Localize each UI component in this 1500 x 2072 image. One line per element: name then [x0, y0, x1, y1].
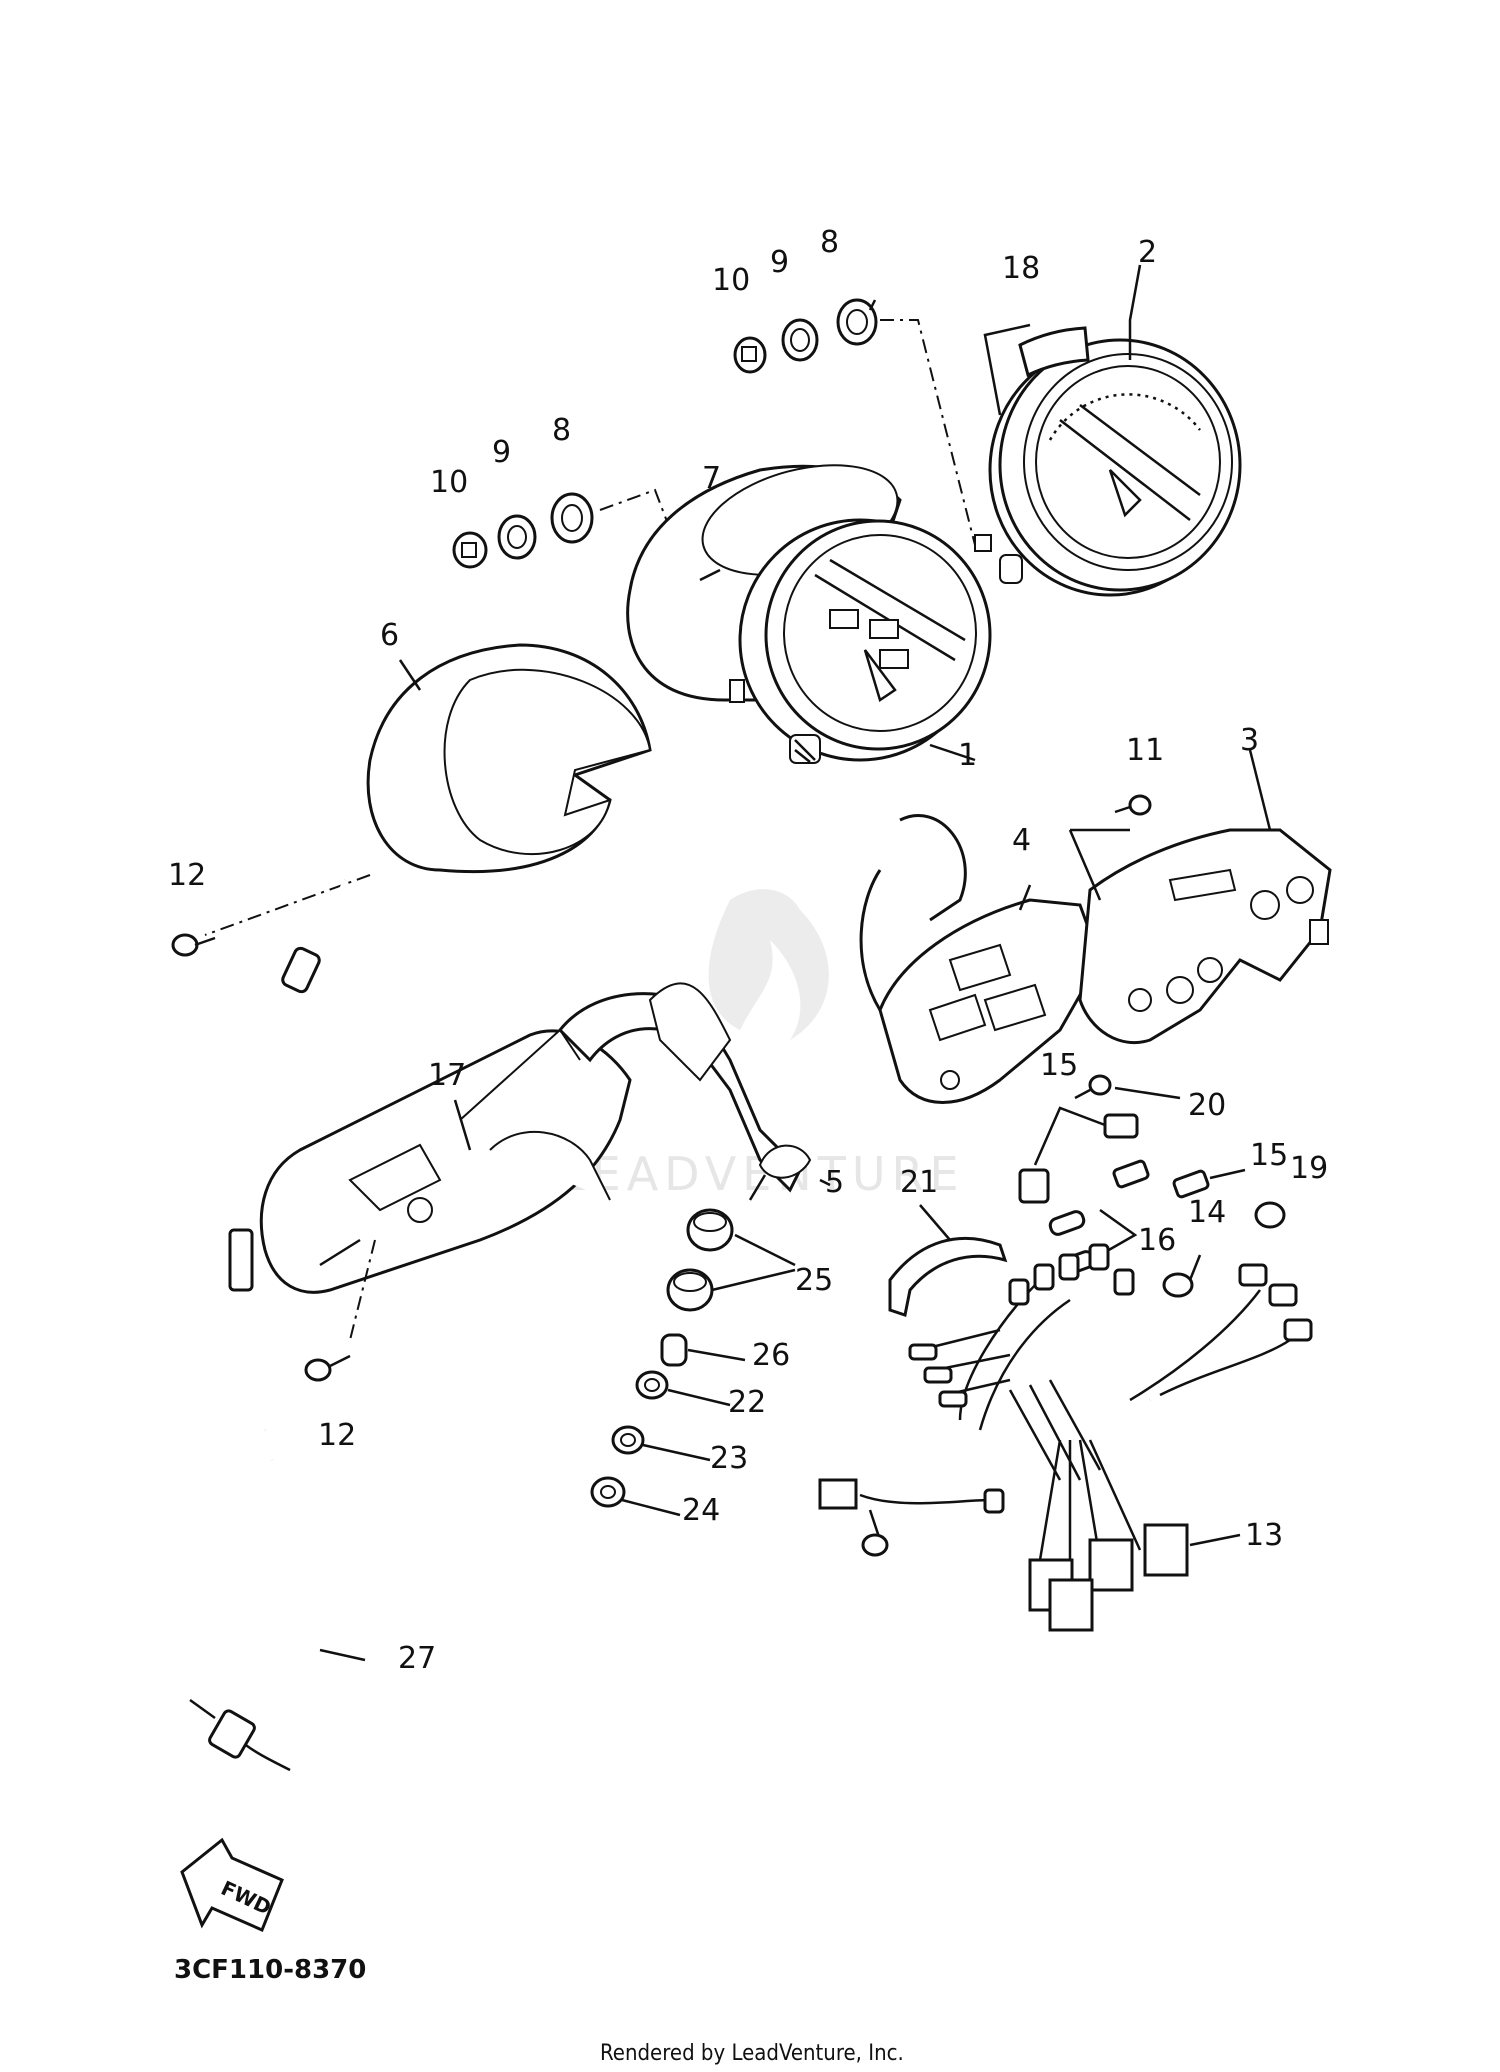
callout-9-lower: 9 [492, 435, 511, 470]
fwd-arrow: FWD [180, 1837, 284, 1932]
callout-3: 3 [1240, 723, 1259, 758]
bulb-sockets [1018, 1106, 1246, 1204]
callout-15-lower: 15 [1250, 1138, 1288, 1173]
upper-fastener-group [733, 298, 878, 374]
speedometer [729, 518, 992, 764]
callout-16: 16 [1138, 1223, 1176, 1258]
wire-harness [818, 1243, 1313, 1632]
callout-4: 4 [1012, 823, 1031, 858]
leader-lines [319, 264, 1272, 1662]
callout-15-upper: 15 [1040, 1048, 1078, 1083]
callout-6: 6 [380, 618, 399, 653]
screw-upper [171, 933, 216, 957]
footer-credit: Rendered by LeadVenture, Inc. [600, 2041, 904, 2066]
meter-panel [1078, 828, 1332, 1045]
callout-18: 18 [1002, 251, 1040, 286]
callout-22: 22 [728, 1385, 766, 1420]
lower-cover [259, 1028, 632, 1294]
indicator-lens [1018, 326, 1090, 378]
small-fasteners [590, 1208, 796, 1517]
callout-27: 27 [398, 1641, 436, 1676]
callout-10-lower: 10 [430, 465, 468, 500]
callout-7: 7 [702, 461, 721, 496]
callout-8-lower: 8 [552, 413, 571, 448]
callout-12-upper: 12 [168, 858, 206, 893]
callout-20: 20 [1188, 1088, 1226, 1123]
callout-21: 21 [900, 1165, 938, 1200]
callout-26: 26 [752, 1338, 790, 1373]
callout-8-upper: 8 [820, 225, 839, 260]
meter-cover-front [366, 643, 652, 873]
bulb-14 [1162, 1272, 1194, 1298]
screw-lower [304, 1354, 351, 1382]
callout-12-lower: 12 [318, 1418, 356, 1453]
screw-20 [1074, 1074, 1112, 1100]
callout-17: 17 [428, 1058, 466, 1093]
tachometer [974, 338, 1242, 597]
callout-9-upper: 9 [770, 245, 789, 280]
indicator-housing [878, 898, 1102, 1104]
callout-24: 24 [682, 1493, 720, 1528]
callout-1: 1 [958, 738, 977, 773]
diagram-code: 3CF110-8370 [174, 1955, 366, 1985]
callout-5: 5 [825, 1165, 844, 1200]
callouts: 1 2 3 4 5 6 7 8 8 9 9 10 10 11 12 12 13 … [168, 225, 1328, 1676]
callout-11: 11 [1126, 733, 1164, 768]
callout-19: 19 [1290, 1151, 1328, 1186]
meter-bracket [557, 813, 967, 1201]
callout-25: 25 [795, 1263, 833, 1298]
bulb-19 [1254, 1201, 1286, 1229]
callout-14: 14 [1188, 1195, 1226, 1230]
callout-10-upper: 10 [712, 263, 750, 298]
screw-11 [1114, 794, 1152, 816]
callout-23: 23 [710, 1441, 748, 1476]
lower-fastener-group [452, 492, 594, 569]
seal-21 [888, 1237, 1008, 1317]
callout-13: 13 [1245, 1518, 1283, 1553]
callout-2: 2 [1138, 235, 1157, 270]
meter-cable [189, 879, 347, 1775]
